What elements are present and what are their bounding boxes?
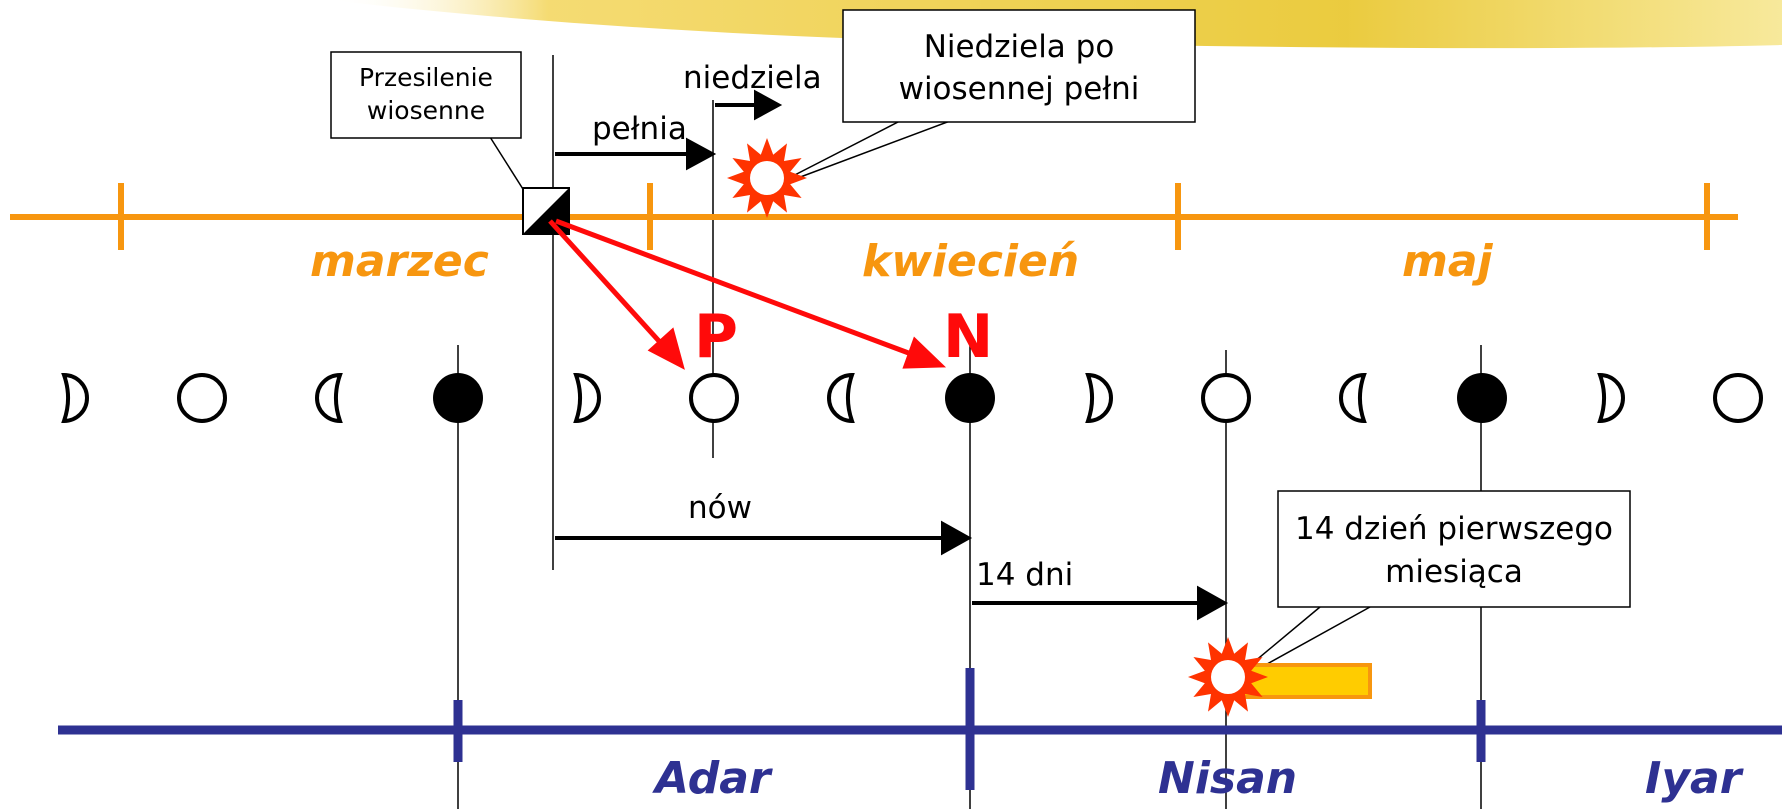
moon-phase-row	[61, 372, 1763, 424]
month-label-march: marzec	[310, 236, 489, 287]
moon-first-quarter-icon	[573, 372, 601, 424]
moon-last-quarter-icon	[827, 372, 855, 424]
label-sunday: niedziela	[683, 60, 822, 96]
passover-callout: 14 dzień pierwszego miesiąca	[1235, 490, 1631, 680]
equinox-square-icon	[522, 187, 570, 235]
arrowhead-to-p	[647, 327, 685, 370]
easter-sunday-callout: Niedziela po wiosennej pełni	[784, 9, 1196, 183]
label-p: P	[694, 302, 738, 372]
moon-last-quarter-icon	[1339, 372, 1367, 424]
equinox-callout: Przesilenie wiosenne	[330, 51, 529, 198]
moon-new-icon	[945, 373, 995, 423]
moon-full-icon	[177, 373, 227, 423]
arrowhead-to-n	[902, 336, 947, 369]
sun-icon	[1188, 637, 1268, 717]
month-label-may: maj	[1402, 236, 1494, 287]
moon-first-quarter-icon	[1085, 372, 1113, 424]
month-label-adar: Adar	[652, 753, 773, 804]
month-label-iyar: Iyar	[1645, 753, 1744, 804]
callout-box	[842, 9, 1196, 123]
sun-icon	[727, 138, 807, 218]
callout-box	[330, 51, 522, 139]
label-fourteen-days: 14 dni	[976, 557, 1073, 593]
passover-highlight-bar	[1238, 663, 1372, 699]
moon-first-quarter-icon	[1597, 372, 1625, 424]
easter-callout-line1: Niedziela po	[924, 29, 1115, 65]
gregorian-axis	[10, 183, 1738, 250]
label-new-moon: nów	[688, 490, 752, 526]
callout-pointer	[786, 120, 951, 183]
callout-pointer	[489, 136, 529, 198]
month-label-april: kwiecień	[862, 236, 1079, 287]
moon-last-quarter-icon	[315, 372, 343, 424]
jewish-axis	[58, 668, 1782, 790]
callout-box	[1277, 490, 1631, 608]
passover-callout-line1: 14 dzień pierwszego	[1295, 511, 1613, 547]
callout-pointer	[784, 120, 901, 181]
moon-new-icon	[1457, 373, 1507, 423]
label-n: N	[943, 302, 993, 372]
passover-callout-line2: miesiąca	[1385, 554, 1523, 590]
moon-full-icon	[1713, 373, 1763, 423]
label-full-moon: pełnia	[592, 111, 687, 147]
moon-full-icon	[689, 373, 739, 423]
month-label-nisan: Nisan	[1158, 753, 1297, 804]
moon-full-icon	[1201, 373, 1251, 423]
moon-new-icon	[433, 373, 483, 423]
moon-first-quarter-icon	[61, 372, 89, 424]
equinox-callout-line2: wiosenne	[367, 96, 485, 125]
easter-callout-line2: wiosennej pełni	[899, 71, 1140, 107]
red-arrows	[548, 218, 947, 370]
interval-arrows	[555, 89, 1229, 621]
equinox-callout-line1: Przesilenie	[359, 63, 493, 92]
